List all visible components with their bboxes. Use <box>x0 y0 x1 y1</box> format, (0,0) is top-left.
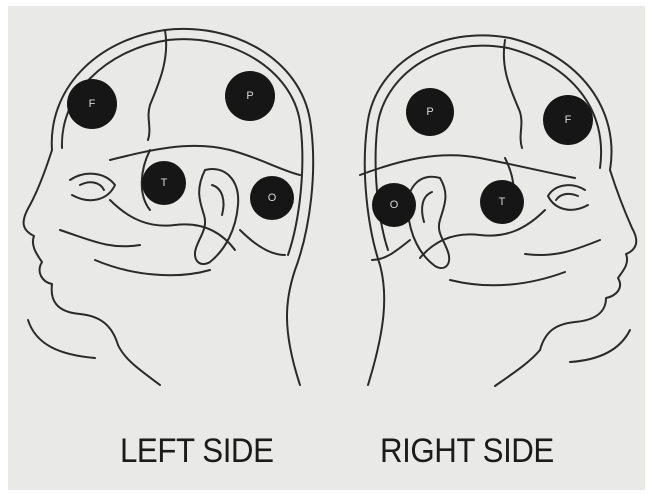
svg-text:O: O <box>268 192 277 204</box>
right-electrode-f: F <box>543 95 593 145</box>
svg-text:T: T <box>499 196 506 208</box>
left-electrode-f: F <box>67 79 117 129</box>
left-side-label: LEFT SIDE <box>120 432 273 471</box>
right-side-label: RIGHT SIDE <box>380 432 554 471</box>
svg-text:F: F <box>565 114 572 126</box>
svg-text:P: P <box>426 106 433 118</box>
right-electrode-p: P <box>406 88 454 136</box>
right-electrode-o: O <box>372 183 416 227</box>
left-electrode-t: T <box>142 161 186 205</box>
left-electrode-p: P <box>225 71 275 121</box>
svg-text:O: O <box>390 199 399 211</box>
svg-text:P: P <box>246 90 253 102</box>
svg-text:T: T <box>161 177 168 189</box>
svg-text:F: F <box>89 98 96 110</box>
left-electrode-o: O <box>250 176 294 220</box>
right-electrode-t: T <box>480 180 524 224</box>
